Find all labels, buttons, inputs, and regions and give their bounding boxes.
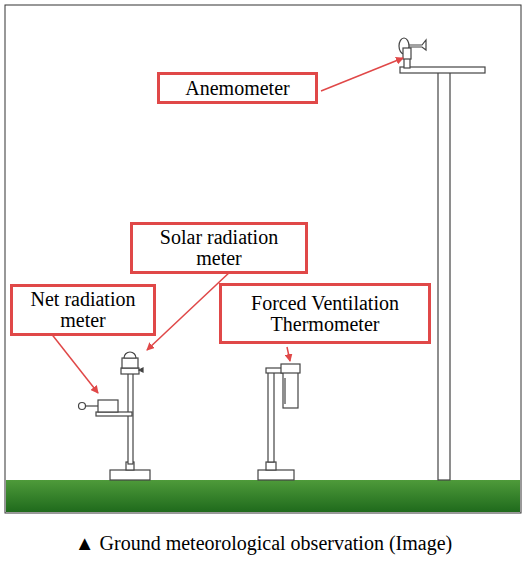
- net-radiometer-rod: [86, 405, 98, 406]
- thermometer-shield: [283, 372, 298, 408]
- label-box: Solar radiation meter: [130, 222, 308, 274]
- stand-foot: [266, 462, 276, 470]
- solar-meter-body: [122, 358, 138, 368]
- label-text: Net radiation meter: [19, 289, 147, 331]
- thermometer-tube: [284, 378, 285, 404]
- thermometer-fan: [281, 364, 300, 373]
- label-box: Net radiation meter: [10, 284, 156, 336]
- stand-pole: [268, 372, 274, 462]
- pole: [438, 72, 450, 480]
- leader-line: [321, 58, 403, 91]
- stand-arm: [96, 412, 132, 416]
- frame: [5, 5, 521, 513]
- stand-base: [110, 470, 150, 480]
- net-radiometer-sensor: [79, 403, 86, 410]
- label-text: Anemometer: [185, 78, 289, 99]
- stand-base: [258, 470, 294, 480]
- net-radiometer-body: [98, 400, 118, 412]
- solar-meter-dome: [124, 352, 136, 358]
- leader-line: [50, 332, 98, 393]
- label-text: Forced Ventilation Thermometer: [228, 293, 422, 335]
- solar-meter-base: [121, 368, 139, 374]
- solar-meter-level: [139, 368, 143, 372]
- crossarm: [400, 67, 485, 73]
- label-box: Anemometer: [157, 72, 318, 104]
- leader-line: [287, 347, 290, 361]
- label-text: Solar radiation meter: [139, 227, 299, 269]
- caption: ▲ Ground meteorological observation (Ima…: [0, 532, 527, 555]
- label-box: Forced Ventilation Thermometer: [219, 283, 431, 344]
- stand-pole: [128, 372, 133, 464]
- anemometer-body: [403, 48, 411, 59]
- ground: [6, 480, 520, 512]
